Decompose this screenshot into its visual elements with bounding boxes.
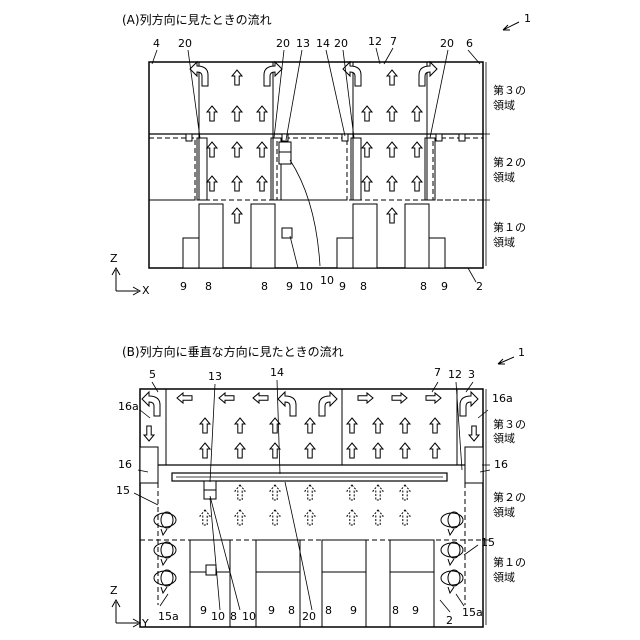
ref-9: 9: [412, 604, 419, 617]
ref-20: 20: [178, 37, 192, 50]
axis-y-b: Y: [141, 617, 149, 630]
panel-a-ref-main: 1: [524, 12, 531, 25]
ref-20: 20: [440, 37, 454, 50]
ref-10: 10: [320, 274, 334, 287]
ref-12: 12: [368, 35, 382, 48]
ref-7: 7: [434, 366, 441, 379]
ref-16a: 16a: [492, 392, 513, 405]
region-3-label: 第３の: [493, 83, 526, 97]
panel-b-ref-main: 1: [518, 346, 525, 359]
panel-a-caption: (A)列方向に見たときの流れ: [122, 12, 272, 27]
panel-b-caption: (B)列方向に垂直な方向に見たときの流れ: [122, 344, 344, 359]
region-2-label-2: 領域: [493, 170, 515, 184]
ref-9: 9: [200, 604, 207, 617]
region-3-label-2: 領域: [493, 98, 515, 112]
axis-z-b: Z: [110, 584, 118, 597]
server-units-b: [190, 540, 434, 575]
ref-15: 15: [481, 536, 495, 549]
axis-indicator-b: [112, 600, 140, 627]
ref-2: 2: [476, 280, 483, 293]
rack-partitions: [197, 62, 435, 200]
panel-b: (B)列方向に垂直な方向に見たときの流れ 1: [110, 344, 526, 630]
ref-6: 6: [466, 37, 473, 50]
ref-14: 14: [270, 366, 284, 379]
ref-14: 14: [316, 37, 330, 50]
ref-8: 8: [325, 604, 332, 617]
ref-10: 10: [211, 610, 225, 623]
region-3-label-b-2: 領域: [493, 431, 515, 445]
ref-7: 7: [390, 35, 397, 48]
cabinet-dashed: [433, 138, 483, 200]
ref-13: 13: [208, 370, 222, 383]
ref-13: 13: [296, 37, 310, 50]
region-2-label: 第２の: [493, 155, 526, 169]
ref-20: 20: [302, 610, 316, 623]
ref-main-leader: [503, 22, 519, 30]
axis-indicator-a: [112, 268, 140, 295]
ref-15a: 15a: [462, 606, 483, 619]
ref-9: 9: [180, 280, 187, 293]
ref-4: 4: [153, 37, 160, 50]
ref-8: 8: [261, 280, 268, 293]
ref-3: 3: [468, 368, 475, 381]
ref-9: 9: [350, 604, 357, 617]
region-2-label-b: 第２の: [493, 490, 526, 504]
ref-15: 15: [116, 484, 130, 497]
ref-12: 12: [448, 368, 462, 381]
ref-8: 8: [420, 280, 427, 293]
region-1-label: 第１の: [493, 220, 526, 234]
component-13: [279, 142, 291, 164]
ref-16: 16: [494, 458, 508, 471]
region-1-label-2: 領域: [493, 235, 515, 249]
ref-8: 8: [205, 280, 212, 293]
ref-9: 9: [286, 280, 293, 293]
region-2-label-b-2: 領域: [493, 505, 515, 519]
ref-10: 10: [299, 280, 313, 293]
ref-9: 9: [268, 604, 275, 617]
panel-a: (A)列方向に見たときの流れ 1: [110, 12, 531, 297]
ref-20: 20: [276, 37, 290, 50]
axis-x: X: [142, 284, 150, 297]
cabinet-dashed: [149, 138, 195, 200]
ref-8: 8: [360, 280, 367, 293]
ref-2: 2: [446, 614, 453, 627]
ref-9: 9: [339, 280, 346, 293]
ref-10: 10: [242, 610, 256, 623]
ref-16: 16: [118, 458, 132, 471]
ref-8: 8: [288, 604, 295, 617]
ref-16a: 16a: [118, 400, 139, 413]
ref-8: 8: [392, 604, 399, 617]
region-3-label-b: 第３の: [493, 417, 526, 431]
ref-8: 8: [230, 610, 237, 623]
ref-5: 5: [149, 368, 156, 381]
region-1-label-b: 第１の: [493, 555, 526, 569]
server-units-a: [183, 204, 445, 268]
ref-20: 20: [334, 37, 348, 50]
axis-z: Z: [110, 252, 118, 265]
airflow-arrows-a: [190, 62, 437, 223]
region-1-label-b-2: 領域: [493, 570, 515, 584]
ref-15a: 15a: [158, 610, 179, 623]
ref-9: 9: [441, 280, 448, 293]
